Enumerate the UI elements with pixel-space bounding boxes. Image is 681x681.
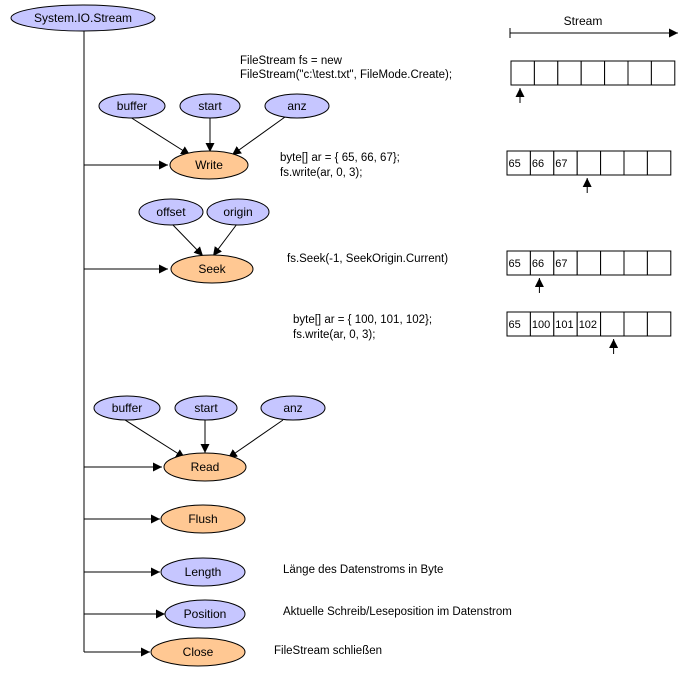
- seek-param-offset: [138, 198, 204, 226]
- stream-cell: [600, 311, 625, 337]
- root-node: System.IO.Stream: [10, 4, 156, 32]
- stream-cell: [623, 250, 648, 276]
- write-method-node: [169, 150, 249, 180]
- stream-header: Stream: [509, 14, 678, 38]
- stream-cell-value: 65: [509, 258, 521, 270]
- stream-cell: [533, 60, 559, 86]
- read-param-buffer-label: buffer: [112, 401, 142, 415]
- stream-state-1: [510, 60, 676, 103]
- stream-cell: [557, 60, 582, 86]
- stream-cell: [627, 60, 652, 86]
- position-group: Position Aktuelle Schreib/Leseposition i…: [84, 599, 512, 629]
- read-method-node: [163, 452, 247, 482]
- stream-cell-value: 66: [532, 158, 544, 170]
- create-code-line-1: FileStream fs = new: [240, 55, 343, 67]
- flush-method-label: Flush: [188, 512, 217, 526]
- write-param-buffer-label: buffer: [117, 99, 147, 113]
- write-param-start-label: start: [198, 99, 222, 113]
- seek-param-origin: [206, 198, 270, 226]
- create-code: FileStream fs = new FileStream("c:\test.…: [240, 55, 452, 81]
- stream-state-2: 65 66 67: [506, 150, 672, 193]
- stream-cell: [646, 250, 672, 276]
- stream-header-label: Stream: [564, 14, 603, 28]
- close-description: FileStream schließen: [274, 645, 382, 657]
- stream-cell: [650, 60, 676, 86]
- root-label: System.IO.Stream: [34, 11, 132, 25]
- stream-states: 65 66 67 65 66 67 65 100 101 102: [506, 60, 676, 354]
- length-property-label: Length: [185, 565, 222, 579]
- read-param-buffer: [93, 395, 161, 421]
- position-property-label: Position: [184, 607, 227, 621]
- stream-state-4: 65 100 101 102: [506, 311, 672, 354]
- seek-method-node: [170, 254, 254, 284]
- overwrite-code: byte[] ar = { 100, 101, 102}; fs.write(a…: [293, 314, 432, 341]
- write-group: buffer start anz Write byte[] ar = { 65,…: [84, 93, 400, 180]
- seek-method-label: Seek: [198, 262, 226, 276]
- seek-param-offset-label: offset: [156, 205, 186, 219]
- stream-cell-value: 102: [579, 319, 597, 331]
- read-param-anz-label: anz: [283, 401, 302, 415]
- read-param-start: [174, 395, 238, 421]
- read-param-anz: [260, 395, 326, 421]
- close-group: Close FileStream schließen: [84, 637, 382, 667]
- stream-cell-value: 67: [555, 158, 567, 170]
- stream-cell: [623, 150, 648, 176]
- write-param-anz: [264, 93, 330, 119]
- position-description: Aktuelle Schreib/Leseposition im Datenst…: [283, 606, 512, 618]
- read-group: buffer start anz Read: [84, 395, 326, 482]
- overwrite-code-line-2: fs.write(ar, 0, 3);: [293, 329, 375, 341]
- length-group: Length Länge des Datenstroms in Byte: [84, 557, 443, 587]
- length-property-node: [160, 557, 246, 587]
- write-method-label: Write: [195, 158, 223, 172]
- seek-code-line-1: fs.Seek(-1, SeekOrigin.Current): [287, 253, 448, 265]
- stream-state-3: 65 66 67: [506, 250, 672, 293]
- write-param-anz-label: anz: [287, 99, 306, 113]
- close-method-label: Close: [183, 645, 214, 659]
- stream-cell: [600, 250, 625, 276]
- flush-method-node: [160, 504, 246, 534]
- seek-group: offset origin Seek fs.Seek(-1, SeekOrigi…: [84, 198, 448, 284]
- read-param-start-label: start: [194, 401, 218, 415]
- stream-cell: [600, 150, 625, 176]
- position-property-node: [164, 599, 246, 629]
- overwrite-code-line-1: byte[] ar = { 100, 101, 102};: [293, 314, 432, 326]
- stream-cell-value: 66: [532, 258, 544, 270]
- write-code-line-2: fs.write(ar, 0, 3);: [280, 167, 362, 179]
- stream-cell-value: 67: [555, 258, 567, 270]
- stream-cell: [580, 60, 606, 86]
- close-method-node: [150, 637, 246, 667]
- stream-cell: [576, 150, 602, 176]
- length-description: Länge des Datenstroms in Byte: [283, 564, 443, 576]
- stream-cell-value: 101: [555, 319, 573, 331]
- stream-cell-value: 65: [509, 158, 521, 170]
- stream-cell-value: 65: [509, 319, 521, 331]
- stream-cell: [510, 60, 535, 86]
- write-param-buffer: [98, 93, 166, 119]
- flush-group: Flush: [84, 504, 246, 534]
- stream-cell: [623, 311, 648, 337]
- stream-cell: [604, 60, 629, 86]
- read-method-label: Read: [191, 460, 220, 474]
- stream-cell: [646, 311, 672, 337]
- create-code-line-2: FileStream("c:\test.txt", FileMode.Creat…: [240, 69, 452, 81]
- stream-cell: [646, 150, 672, 176]
- stream-cell: [576, 250, 602, 276]
- seek-param-origin-label: origin: [223, 205, 252, 219]
- write-code-line-1: byte[] ar = { 65, 66, 67};: [280, 152, 400, 164]
- write-param-start: [179, 93, 241, 119]
- stream-cell-value: 100: [532, 319, 550, 331]
